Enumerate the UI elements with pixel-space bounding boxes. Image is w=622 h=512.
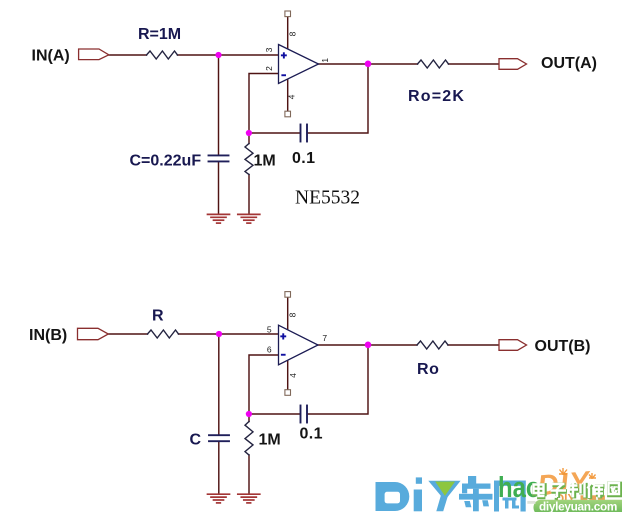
svg-text:6: 6	[267, 344, 272, 354]
svg-text:1M: 1M	[259, 432, 281, 449]
svg-text:C=0.22uF: C=0.22uF	[130, 153, 202, 170]
svg-text:C: C	[190, 431, 202, 448]
svg-text:OUT(A): OUT(A)	[541, 55, 597, 72]
svg-text:1M: 1M	[254, 153, 276, 170]
svg-text:3: 3	[264, 47, 274, 52]
svg-text:1: 1	[320, 58, 330, 63]
svg-text:8: 8	[287, 31, 297, 36]
svg-text:diyleyuan.com: diyleyuan.com	[539, 499, 617, 512]
svg-text:4: 4	[288, 373, 298, 378]
svg-text:0.1: 0.1	[300, 425, 323, 442]
svg-text:OUT(B): OUT(B)	[535, 338, 591, 355]
svg-text:5: 5	[267, 325, 272, 335]
svg-text:7: 7	[322, 333, 327, 343]
svg-text:2: 2	[264, 66, 274, 71]
svg-text:IN(A): IN(A)	[32, 48, 70, 65]
svg-text:8: 8	[287, 312, 297, 317]
svg-text:4: 4	[287, 94, 297, 99]
svg-text:Ro: Ro	[417, 361, 440, 378]
svg-text:0.1: 0.1	[292, 150, 315, 167]
svg-text:NE5532: NE5532	[295, 188, 360, 209]
svg-text:R=1M: R=1M	[138, 26, 181, 43]
svg-text:Ro=2K: Ro=2K	[408, 88, 465, 105]
svg-text:IN(B): IN(B)	[29, 327, 67, 344]
svg-text:R: R	[152, 308, 164, 325]
